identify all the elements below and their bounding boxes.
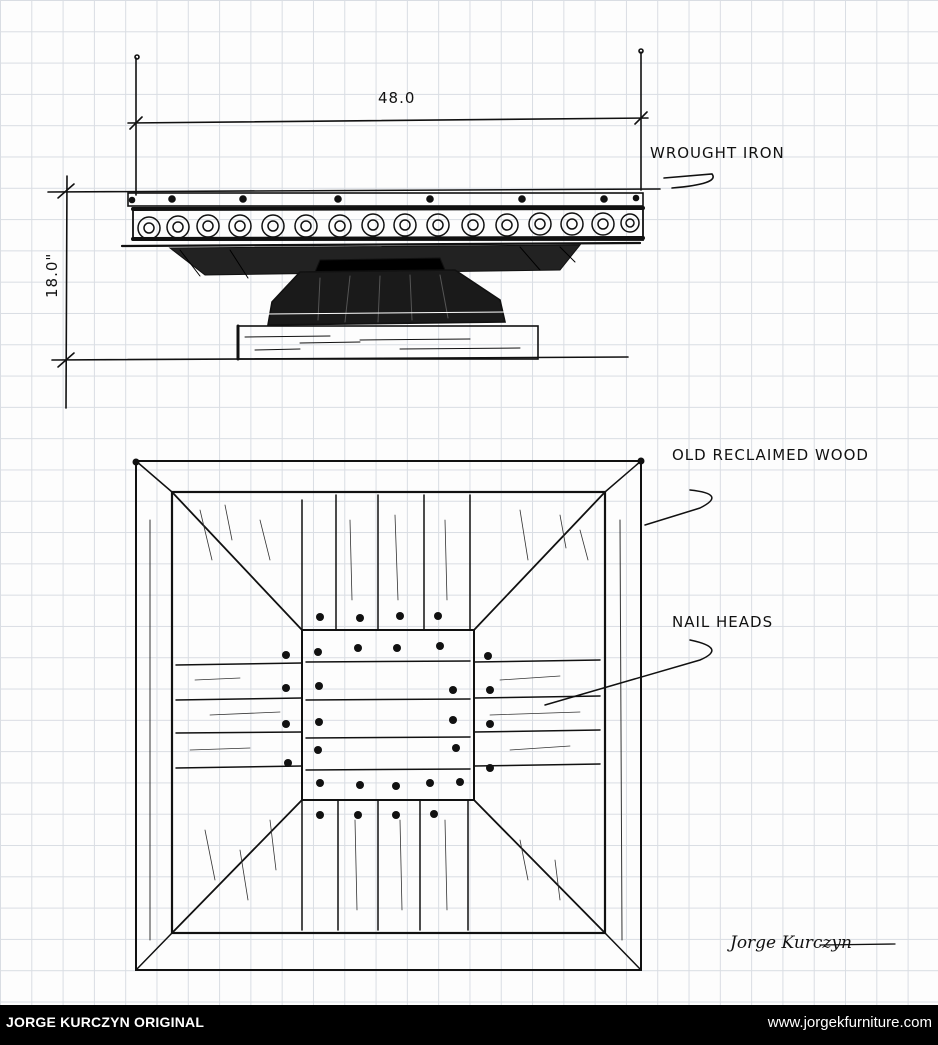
width-dimension-label: 48.0 — [378, 89, 415, 107]
signature: Jorge Kurczyn — [727, 933, 852, 953]
wood-planks-horizontal — [175, 659, 601, 771]
apron-shading — [168, 244, 582, 279]
wood-base — [236, 324, 539, 361]
pedestal — [267, 269, 506, 326]
footer-website-link[interactable]: www.jorgekfurniture.com — [767, 1014, 932, 1031]
nail-heads-label: NAIL HEADS — [672, 613, 773, 631]
rosette-frieze — [120, 206, 645, 248]
footer-brand-text: JORGE KURCZYN ORIGINAL — [6, 1014, 205, 1030]
width-dimension-line — [127, 48, 649, 196]
nail-heads-leader — [544, 639, 713, 706]
reclaimed-wood-label: OLD RECLAIMED WOOD — [672, 446, 869, 464]
nail-heads — [282, 612, 494, 819]
wood-planks-vertical — [301, 494, 471, 931]
furniture-sketch: 48.0 18.0" WROUGHT IRON OLD RECLAIMED WO… — [43, 48, 896, 971]
wood-grain — [149, 504, 623, 941]
footer-bar: JORGE KURCZYN ORIGINAL www.jorgekfurnitu… — [0, 1005, 938, 1045]
graph-paper-sheet: 48.0 18.0" WROUGHT IRON OLD RECLAIMED WO… — [0, 0, 938, 1005]
wrought-iron-leader — [663, 173, 714, 189]
height-dimension-label: 18.0" — [43, 253, 61, 298]
wrought-iron-label: WROUGHT IRON — [650, 144, 785, 162]
plan-view — [132, 457, 713, 971]
reclaimed-wood-leader — [644, 489, 713, 526]
wrought-iron-band — [127, 192, 644, 207]
elevation-view — [47, 48, 714, 409]
